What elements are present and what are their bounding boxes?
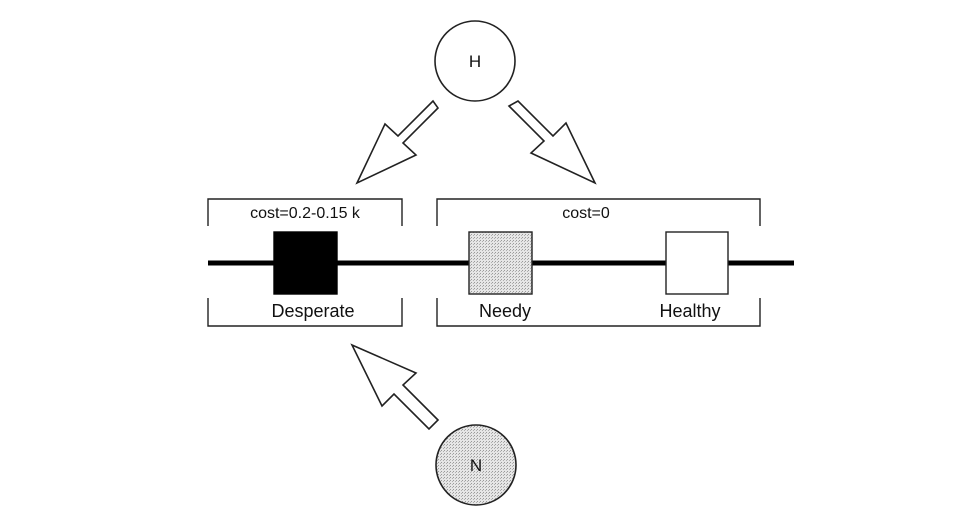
state-needy: Needy	[468, 231, 533, 321]
desperate-box	[273, 231, 338, 295]
h-node: H	[434, 20, 516, 102]
right-bracket-bottom	[436, 298, 761, 327]
arrow-h-to-no-cost	[507, 100, 597, 185]
right-bracket-top	[436, 198, 761, 226]
state-healthy: Healthy	[659, 231, 729, 321]
h-label: H	[469, 52, 481, 71]
left-bracket-bottom	[207, 298, 403, 327]
left-bracket-top	[207, 198, 403, 226]
arrow-h-to-desperate	[355, 99, 440, 185]
healthy-label: Healthy	[659, 301, 720, 321]
left-bracket-label: cost=0.2-0.15 k	[250, 205, 361, 222]
desperate-label: Desperate	[271, 301, 354, 321]
n-label: N	[470, 456, 482, 475]
state-desperate: Desperate	[271, 231, 355, 321]
healthy-box	[665, 231, 729, 295]
arrow-n-to-desperate	[350, 343, 440, 431]
n-node: N	[435, 424, 517, 506]
needy-box	[468, 231, 533, 295]
right-bracket: cost=0	[436, 198, 761, 327]
n-circle	[435, 424, 517, 506]
left-bracket: cost=0.2-0.15 k	[207, 198, 403, 327]
h-circle	[434, 20, 516, 102]
right-bracket-label: cost=0	[562, 205, 610, 222]
needy-label: Needy	[479, 301, 531, 321]
